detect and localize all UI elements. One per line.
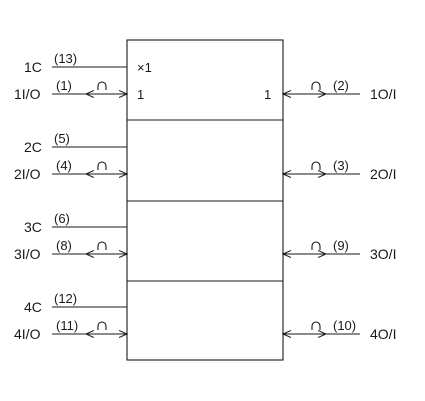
out-transmission-gate-icon-2 <box>311 161 321 170</box>
control-pin-1: (13) <box>54 51 77 66</box>
ic-body <box>126 39 284 361</box>
out-label-4: 4O/I <box>370 326 396 342</box>
out-pin-4: (10) <box>333 318 356 333</box>
control-pin-4: (12) <box>54 291 77 306</box>
control-label-1: 1C <box>24 59 42 75</box>
io-label-4: 4I/O <box>14 326 41 342</box>
io-transmission-gate-icon-2 <box>97 161 107 170</box>
out-pin-1: (2) <box>333 78 349 93</box>
io-transmission-gate-icon-4 <box>97 321 107 330</box>
out-pin-2: (3) <box>333 158 349 173</box>
io-transmission-gate-icon-1 <box>97 81 107 90</box>
out-label-3: 3O/I <box>370 246 396 262</box>
left-channel-number: 1 <box>137 87 144 102</box>
io-pin-3: (8) <box>56 238 72 253</box>
out-transmission-gate-icon-3 <box>311 241 321 250</box>
out-label-2: 2O/I <box>370 166 396 182</box>
right-channel-number: 1 <box>264 87 271 102</box>
block-symbol: ×1 <box>137 60 152 75</box>
control-pin-3: (6) <box>54 211 70 226</box>
out-label-1: 1O/I <box>370 86 396 102</box>
out-transmission-gate-icon-4 <box>311 321 321 330</box>
io-transmission-gate-icon-3 <box>97 241 107 250</box>
control-label-4: 4C <box>24 299 42 315</box>
control-label-2: 2C <box>24 139 42 155</box>
out-pin-3: (9) <box>333 238 349 253</box>
io-pin-4: (11) <box>56 318 78 333</box>
io-pin-2: (4) <box>56 158 72 173</box>
out-transmission-gate-icon-1 <box>311 81 321 90</box>
control-pin-2: (5) <box>54 131 70 146</box>
io-label-3: 3I/O <box>14 246 41 262</box>
io-pin-1: (1) <box>56 78 72 93</box>
io-label-1: 1I/O <box>14 86 41 102</box>
channel-rows: 1C (13) 1I/O (1) 1O/I (2) 2C (5) 2I/O (4) 2O/I (3) 3… <box>14 51 396 342</box>
control-label-3: 3C <box>24 219 42 235</box>
io-label-2: 2I/O <box>14 166 41 182</box>
